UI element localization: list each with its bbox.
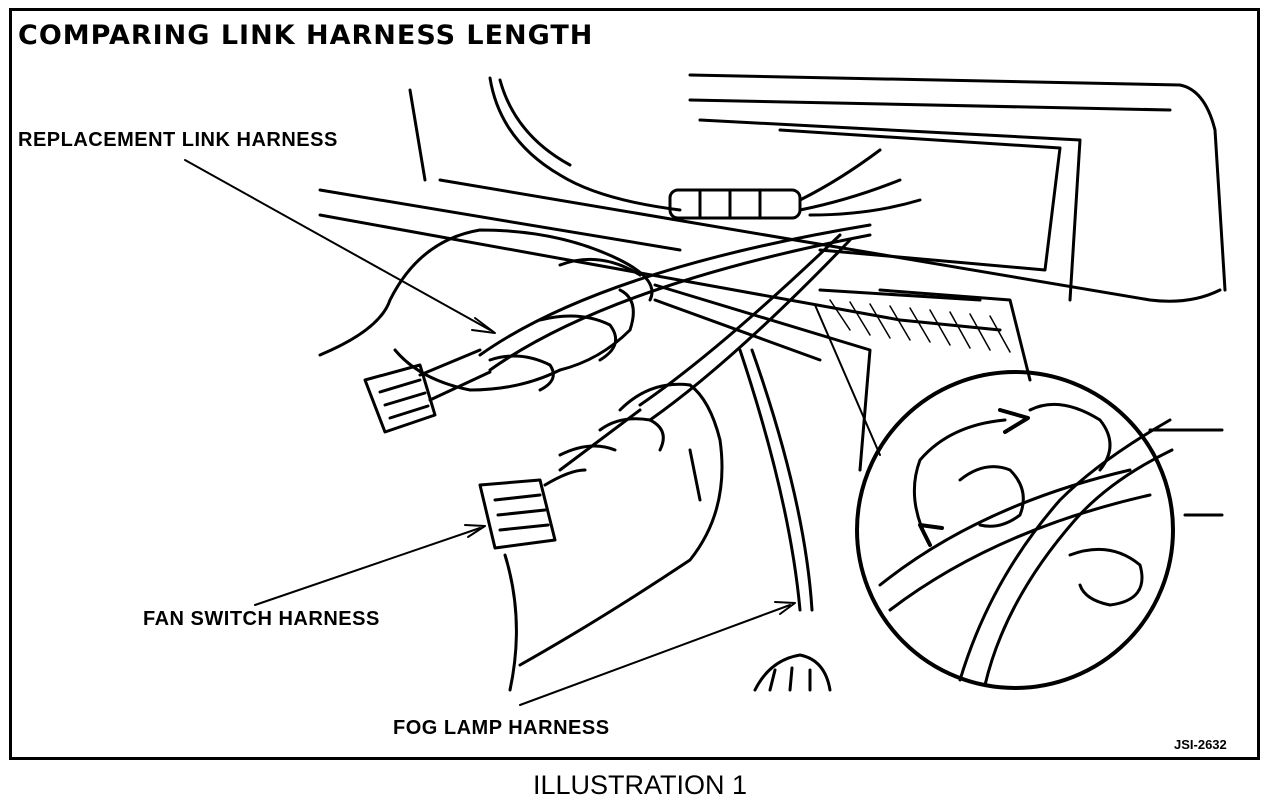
lower-hand <box>503 382 724 692</box>
illustration-frame <box>9 8 1260 760</box>
figure-code: JSI-2632 <box>1174 737 1227 752</box>
fan-switch-harness-label: FAN SWITCH HARNESS <box>143 608 380 630</box>
link-harness-connector <box>668 148 922 220</box>
inset-leader <box>814 304 881 456</box>
diagram-title: COMPARING LINK HARNESS LENGTH <box>18 20 594 51</box>
leader-arrows <box>184 159 796 706</box>
bumper-edge <box>488 76 682 212</box>
detail-inset <box>855 370 1175 690</box>
underside-shading <box>829 299 1011 353</box>
fog-lamp-harness-label: FOG LAMP HARNESS <box>393 717 610 739</box>
replacement-link-harness-label: REPLACEMENT LINK HARNESS <box>18 129 338 151</box>
fog-lamp-connector <box>753 653 832 692</box>
replacement-connector <box>363 348 492 434</box>
harness-wires <box>478 223 872 612</box>
illustration-caption: ILLUSTRATION 1 <box>532 770 748 800</box>
vehicle-panel <box>318 73 1227 517</box>
fan-switch-connector <box>478 468 587 550</box>
upper-hand <box>318 228 654 392</box>
